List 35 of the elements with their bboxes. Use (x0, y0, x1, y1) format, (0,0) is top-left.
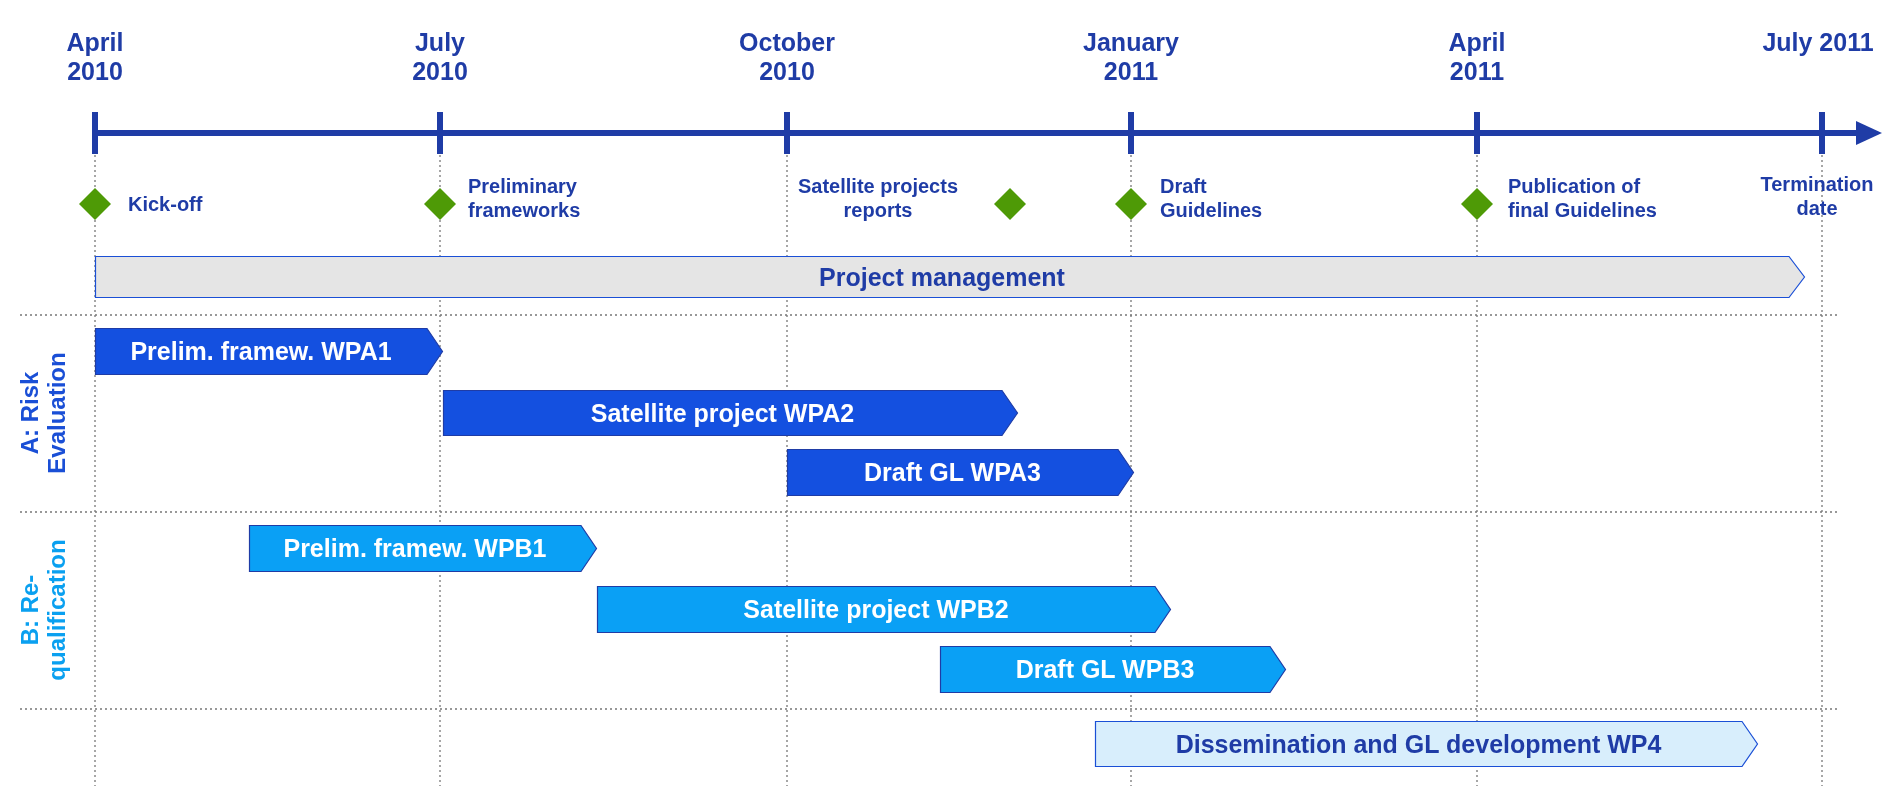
diamond-marker (1115, 188, 1147, 220)
task-bar (787, 449, 1134, 496)
diamond-marker (424, 188, 456, 220)
task-label: Satellite project WPA2 (589, 397, 856, 429)
date-label: January 2011 (1083, 28, 1179, 86)
task-bar (443, 390, 1018, 436)
milestone-label: Satellite projects reports (796, 174, 960, 222)
task-bar (95, 256, 1805, 298)
task-label: Draft GL WPB3 (1014, 654, 1196, 685)
task-label: Prelim. framew. WPA1 (129, 336, 393, 367)
row-label: A: Risk Evaluation (16, 351, 71, 476)
date-label: October 2010 (739, 28, 835, 86)
task-label: Draft GL WPA3 (863, 457, 1042, 488)
date-label: April 2011 (1448, 28, 1506, 86)
date-label: April 2010 (66, 28, 124, 86)
diamond-marker (994, 188, 1026, 220)
task-label: Satellite project WPB2 (742, 594, 1010, 625)
date-label: July 2010 (412, 28, 468, 86)
task-bar (95, 328, 443, 375)
milestone-label: Preliminary frameworks (468, 174, 582, 222)
milestone-label: Termination date (1759, 172, 1875, 220)
task-label: Prelim. framew. WPB1 (282, 533, 548, 564)
diamond-marker (1461, 188, 1493, 220)
row-label: B: Re-qualification (16, 538, 71, 683)
date-label: July 2011 (1762, 28, 1874, 57)
milestone-label: Kick-off (128, 192, 204, 216)
diamond-marker (79, 188, 111, 220)
task-label: Project management (818, 261, 1066, 293)
task-bar (1095, 721, 1758, 767)
task-bar (940, 646, 1286, 693)
task-label: Dissemination and GL development WP4 (1174, 728, 1663, 760)
milestone-label: Draft Guidelines (1160, 174, 1264, 222)
milestone-label: Publication of final Guidelines (1508, 174, 1658, 222)
task-bar (597, 586, 1171, 633)
task-bar (249, 525, 597, 572)
